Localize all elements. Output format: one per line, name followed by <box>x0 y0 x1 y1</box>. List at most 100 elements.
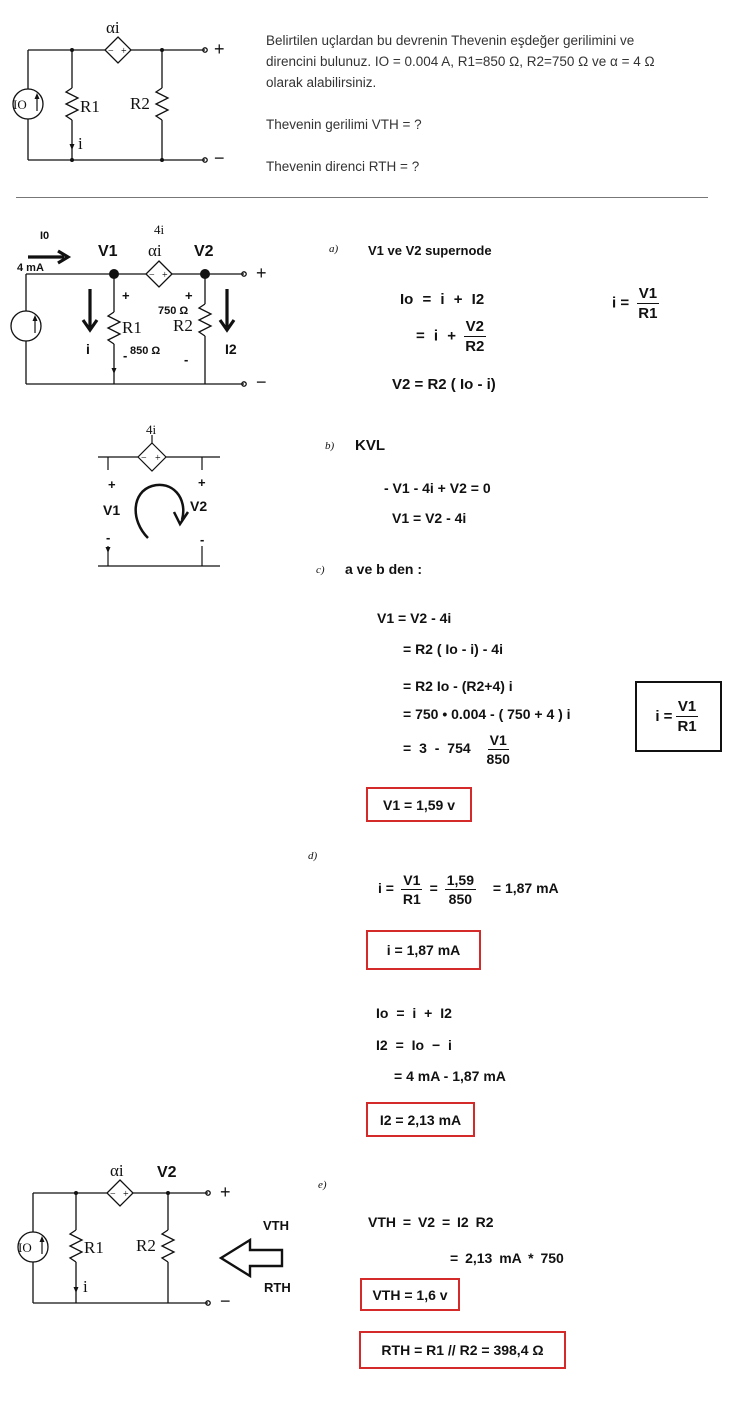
r1-label-1: R1 <box>80 97 100 116</box>
four-i-text-3: 4i <box>146 422 157 437</box>
step-d-marker: d) <box>308 850 318 862</box>
four-i-label-3: 4i <box>146 422 156 438</box>
rth-result-box: RTH = R1 // R2 = 398,4 Ω <box>359 1331 566 1369</box>
svg-text:−: − <box>110 1189 116 1200</box>
four-i-text-2: 4i <box>154 222 165 237</box>
plus-terminal-4: + <box>220 1182 231 1202</box>
step-a-marker: a) <box>329 243 339 255</box>
dep-source-label-2: αi <box>148 241 162 260</box>
question-line-3: olarak alabilirsiniz. <box>266 75 377 90</box>
step-a-eq3: V2 = R2 ( Io - i) <box>392 376 496 393</box>
step-a-eq1: Io = i + I2 <box>400 291 485 308</box>
v2-loop-label: V2 <box>190 498 208 514</box>
r2-label-1: R2 <box>130 94 150 113</box>
i-result-box: i = 1,87 mA <box>366 930 481 970</box>
step-a-title: V1 ve V2 supernode <box>368 243 492 258</box>
step-a-eq2-prefix: = i + <box>416 327 457 345</box>
i2-result: I2 = 2,13 mA <box>379 1111 462 1128</box>
i2-label: I2 <box>225 341 237 357</box>
v1-result-box: V1 = 1,59 v <box>366 787 472 822</box>
step-d-eq1-den: R1 <box>402 891 421 907</box>
vth-question: Thevenin gerilimi VTH = ? <box>266 117 422 132</box>
i-formula-num: V1 <box>675 698 699 717</box>
v1-plus-sign: + <box>108 477 116 492</box>
v1-minus-sign: - <box>106 530 111 545</box>
step-d-eq1-num: V1 <box>401 872 423 890</box>
r2-label-2: R2 <box>173 316 193 335</box>
plus-terminal-2: + <box>256 263 267 283</box>
source-label-4: IO <box>18 1240 32 1255</box>
step-d-eq3: I2 = Io − i <box>376 1037 452 1053</box>
svg-text:+: + <box>155 453 161 464</box>
v1-result: V1 = 1,59 v <box>382 796 455 813</box>
step-c-eq4: = 750 • 0.004 - ( 750 + 4 ) i <box>403 706 571 722</box>
r2-value-label: 750 Ω <box>158 305 189 317</box>
step-d-eq1-eq: = <box>429 880 438 897</box>
v1-node-label: V1 <box>98 243 118 260</box>
r1-minus-sign: - <box>123 348 128 363</box>
step-a-side-lhs: i = <box>612 294 630 312</box>
step-c-eq5-num: V1 <box>487 732 509 750</box>
dep-source-label-4: αi <box>110 1161 124 1180</box>
step-a-eq2-den: R2 <box>465 338 485 355</box>
question-text: Belirtilen uçlardan bu devrenin Thevenin… <box>266 30 726 177</box>
step-b-eq1: - V1 - 4i + V2 = 0 <box>384 480 491 496</box>
r2-plus-sign: + <box>185 288 193 303</box>
dep-source-label-1: αi <box>106 18 120 37</box>
step-c-eq2: = R2 ( Io - i) - 4i <box>403 641 503 657</box>
step-c-eq5-den: 850 <box>486 751 510 767</box>
r1-label-4: R1 <box>84 1238 104 1257</box>
svg-text:+: + <box>162 270 168 281</box>
i-label-2: i <box>86 341 90 357</box>
step-c-marker: c) <box>316 564 325 576</box>
step-e-eq2: = 2,13 mA * 750 <box>450 1250 564 1266</box>
step-e-eq1: VTH = V2 = I2 R2 <box>368 1214 494 1230</box>
r1-label-2: R1 <box>122 318 142 337</box>
step-a-side-num: V1 <box>636 285 660 304</box>
v2-minus-sign: - <box>200 532 205 547</box>
four-ma-label: 4 mA <box>17 262 44 274</box>
svg-text:−: − <box>149 270 155 281</box>
v2-plus-sign: + <box>198 475 206 490</box>
i-formula-lhs: i = <box>655 708 673 725</box>
step-d-eq4: = 4 mA - 1,87 mA <box>394 1068 506 1084</box>
source-label-1: IO <box>13 97 27 112</box>
minus-terminal-4: − <box>220 1291 231 1311</box>
plus-terminal-1: + <box>214 39 225 59</box>
r1-value-label: 850 Ω <box>130 345 161 357</box>
rth-result: RTH = R1 // R2 = 398,4 Ω <box>381 1342 544 1358</box>
r1-plus-sign: + <box>122 288 130 303</box>
r2-label-4: R2 <box>136 1236 156 1255</box>
svg-text:+: + <box>121 46 127 57</box>
rth-arrow-label: RTH <box>264 1280 291 1295</box>
minus-terminal-1: − <box>214 148 225 168</box>
vth-result: VTH = 1,6 v <box>372 1286 448 1303</box>
v1-loop-label: V1 <box>103 502 121 518</box>
step-c-eq1: V1 = V2 - 4i <box>377 610 452 626</box>
step-c-eq5-prefix: = 3 - 754 <box>403 740 471 757</box>
step-a-side-den: R1 <box>638 305 658 322</box>
rth-question: Thevenin direnci RTH = ? <box>266 159 420 174</box>
vth-result-box: VTH = 1,6 v <box>360 1278 460 1311</box>
svg-text:+: + <box>123 1189 129 1200</box>
i-result: i = 1,87 mA <box>386 942 461 958</box>
svg-text:−: − <box>141 453 147 464</box>
minus-terminal-2: − <box>256 372 267 392</box>
step-d-eq1-den2: 850 <box>448 891 473 907</box>
r2-minus-sign: - <box>184 352 189 367</box>
i2-result-box: I2 = 2,13 mA <box>366 1102 475 1137</box>
step-d-eq1-num2: 1,59 <box>444 872 476 890</box>
io-label-2: I0 <box>40 230 50 242</box>
step-e-marker: e) <box>318 1179 327 1191</box>
